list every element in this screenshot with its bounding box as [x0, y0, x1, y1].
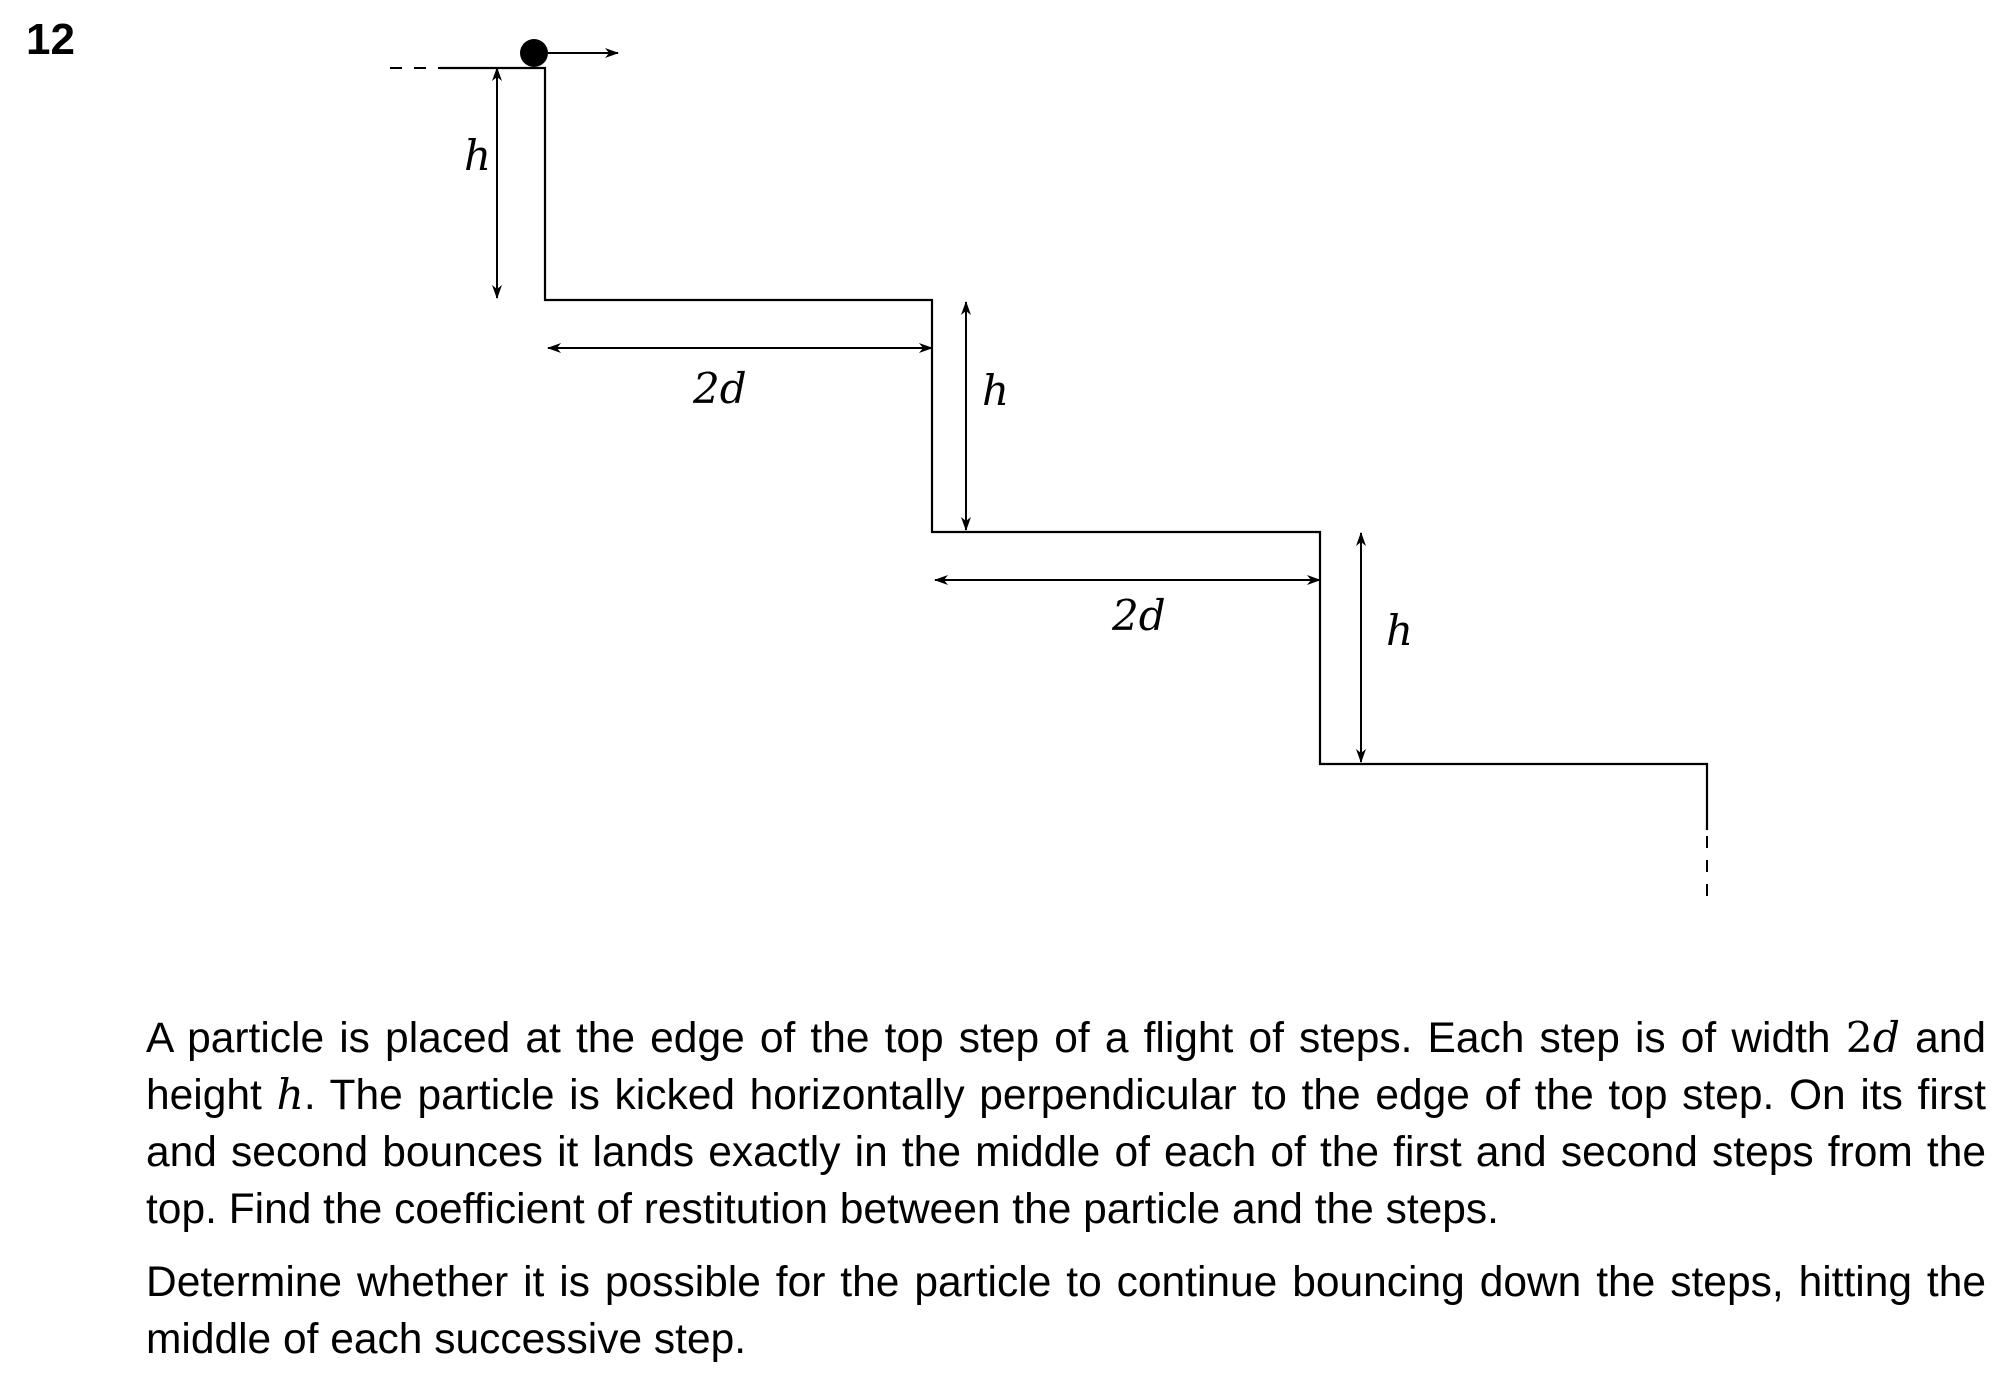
particle [520, 39, 548, 67]
h-middle-label: h [982, 366, 1009, 415]
width-1-label: 2d [692, 364, 747, 413]
h-top-label: h [464, 131, 491, 180]
question-paragraph-1: A particle is placed at the edge of the … [146, 1014, 1986, 1233]
staircase-outline [440, 66, 1709, 830]
question-number: 12 [26, 15, 75, 64]
h-bottom-label: h [1386, 606, 1413, 655]
width-2-label: 2d [1111, 591, 1166, 640]
question-paragraph-2: Determine whether it is possible for the… [146, 1259, 1986, 1363]
question-text: A particle is placed at the edge of the … [146, 1010, 1986, 1384]
steps-diagram: h 2d h 2d h [390, 39, 1709, 905]
